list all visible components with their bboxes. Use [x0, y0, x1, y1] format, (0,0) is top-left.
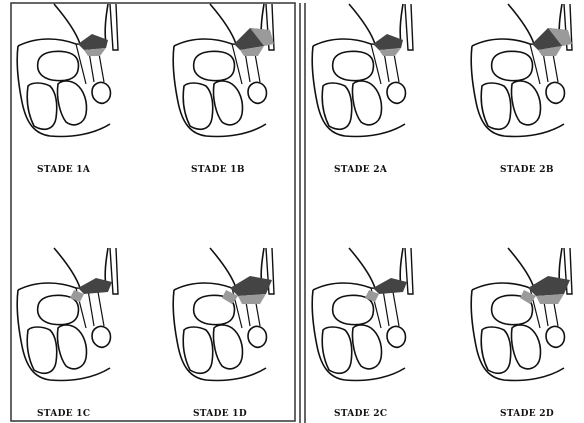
stage-2b-drawing — [471, 4, 572, 137]
stage-1b-drawing — [173, 4, 274, 137]
stage-1d-drawing — [173, 248, 274, 381]
stage-1a-drawing — [17, 4, 118, 137]
stage-1c-label: STADE 1C — [37, 409, 90, 419]
stage-2a-drawing — [312, 4, 413, 137]
stage-1d-label: STADE 1D — [193, 409, 247, 419]
stage-2d-drawing — [471, 248, 572, 381]
stage-2a-label: STADE 2A — [334, 165, 388, 175]
stage-1a-label: STADE 1A — [37, 165, 91, 175]
stage-1b-label: STADE 1B — [191, 165, 245, 175]
left-panel-frame — [11, 3, 295, 421]
stage-2d-label: STADE 2D — [500, 409, 554, 419]
stage-2b-label: STADE 2B — [500, 165, 554, 175]
stage-2c-label: STADE 2C — [334, 409, 387, 419]
stage-2c-drawing — [312, 248, 413, 381]
stage-1c-drawing — [17, 248, 118, 381]
